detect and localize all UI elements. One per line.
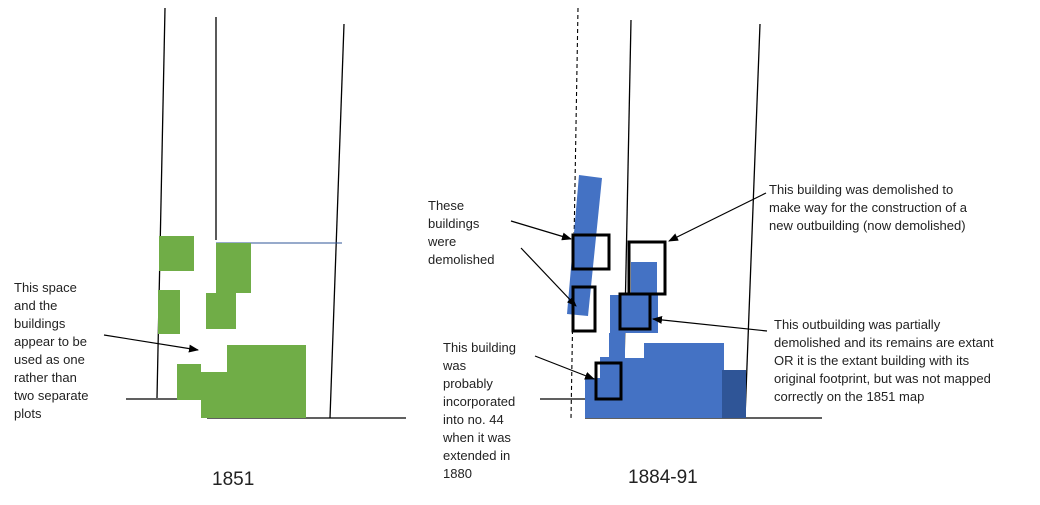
building-footprint (177, 364, 201, 400)
building-footprint (201, 372, 231, 418)
building-footprint (158, 290, 180, 334)
building-footprint (206, 293, 236, 329)
building-footprint-dark (722, 370, 746, 418)
annotation-arrow (510, 220, 572, 241)
annotation-arrow (652, 315, 768, 332)
building-footprint (567, 175, 602, 316)
year-label-1884-91: 1884-91 (628, 467, 698, 488)
note-partially-demolished: This outbuilding was partially demolishe… (774, 317, 994, 404)
plot-boundary-line (329, 23, 345, 419)
annotation-arrow (668, 192, 767, 242)
plot-boundary-line (156, 7, 166, 399)
highlight-box (594, 361, 623, 401)
building-footprint (159, 236, 194, 271)
year-label-1851: 1851 (212, 469, 255, 490)
dashed-boundary-line (570, 7, 579, 419)
building-footprint (216, 243, 251, 293)
highlight-box (571, 285, 597, 333)
map-1884-91 (510, 7, 822, 419)
plot-boundary-line (744, 23, 761, 419)
building-footprint (623, 358, 648, 418)
note-one-plot: This space and the buildings appear to b… (14, 280, 89, 421)
annotation-arrow (103, 334, 199, 353)
note-buildings-demolished: These buildings were demolished (428, 198, 495, 267)
map-1851 (103, 7, 406, 419)
building-footprint (227, 345, 306, 418)
highlight-box (618, 292, 652, 331)
building-footprint (609, 333, 625, 357)
annotation-arrow (520, 247, 577, 307)
building-footprint (644, 343, 724, 418)
highlight-box (571, 233, 611, 271)
building-footprint (631, 262, 657, 294)
note-new-outbuilding: This building was demolished to make way… (769, 182, 967, 233)
annotation-arrow (534, 355, 595, 380)
note-incorporated: This building was probably incorporated … (443, 340, 516, 481)
